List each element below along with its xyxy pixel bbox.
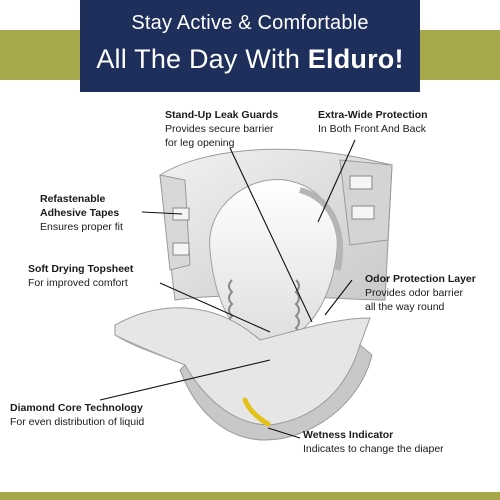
brand-name: Elduro! (307, 44, 404, 74)
odor-desc-2: all the way round (365, 301, 445, 313)
header-tagline: Stay Active & Comfortable (131, 12, 369, 34)
odor-desc-1: Provides odor barrier (365, 287, 464, 299)
callout-topsheet: Soft Drying Topsheet For improved comfor… (28, 262, 133, 290)
callout-odor: Odor Protection Layer Provides odor barr… (365, 272, 476, 314)
leak-guards-desc-1: Provides secure barrier (165, 123, 274, 135)
header-headline: All The Day With Elduro! (80, 44, 420, 75)
callout-extra-wide: Extra-Wide Protection In Both Front And … (318, 108, 428, 136)
olive-band-right (420, 30, 500, 80)
tapes-desc: Ensures proper fit (40, 221, 123, 233)
extra-wide-desc: In Both Front And Back (318, 123, 426, 135)
tape-right-lower (351, 205, 375, 220)
header-banner: Stay Active & Comfortable All The Day Wi… (80, 0, 420, 92)
extra-wide-title: Extra-Wide Protection (318, 109, 428, 121)
tape-right-upper (349, 175, 373, 190)
wetness-title: Wetness Indicator (303, 429, 394, 441)
tape-left-lower (172, 242, 190, 256)
topsheet-title: Soft Drying Topsheet (28, 263, 134, 275)
callout-wetness: Wetness Indicator Indicates to change th… (303, 428, 444, 456)
leader-core (99, 359, 271, 401)
leak-guards-desc-2: for leg opening (165, 137, 235, 149)
leader-extra-wide (317, 139, 356, 223)
tapes-title-1: Refastenable (40, 193, 106, 205)
callout-leak-guards: Stand-Up Leak Guards Provides secure bar… (165, 108, 278, 150)
left-back-wing (159, 174, 191, 271)
core-desc: For even distribution of liquid (10, 416, 145, 428)
leader-odor (324, 279, 353, 316)
wetness-desc: Indicates to change the diaper (303, 443, 444, 455)
wetness-indicator-stripe (242, 397, 271, 427)
leader-topsheet (159, 282, 271, 333)
olive-band-left (0, 30, 80, 80)
callout-tapes: Refastenable Adhesive Tapes Ensures prop… (40, 192, 123, 234)
leader-leak-guards (229, 147, 313, 323)
tapes-title-2: Adhesive Tapes (40, 207, 120, 219)
topsheet-desc: For improved comfort (28, 277, 128, 289)
leader-tapes (141, 211, 183, 215)
core-title: Diamond Core Technology (10, 402, 143, 414)
leak-guards-title: Stand-Up Leak Guards (165, 109, 279, 121)
odor-title: Odor Protection Layer (365, 273, 476, 285)
leader-wetness (267, 427, 301, 439)
olive-footer-bar (0, 492, 500, 500)
header-headline-prefix: All The Day With (96, 44, 308, 74)
callout-core: Diamond Core Technology For even distrib… (10, 401, 144, 429)
